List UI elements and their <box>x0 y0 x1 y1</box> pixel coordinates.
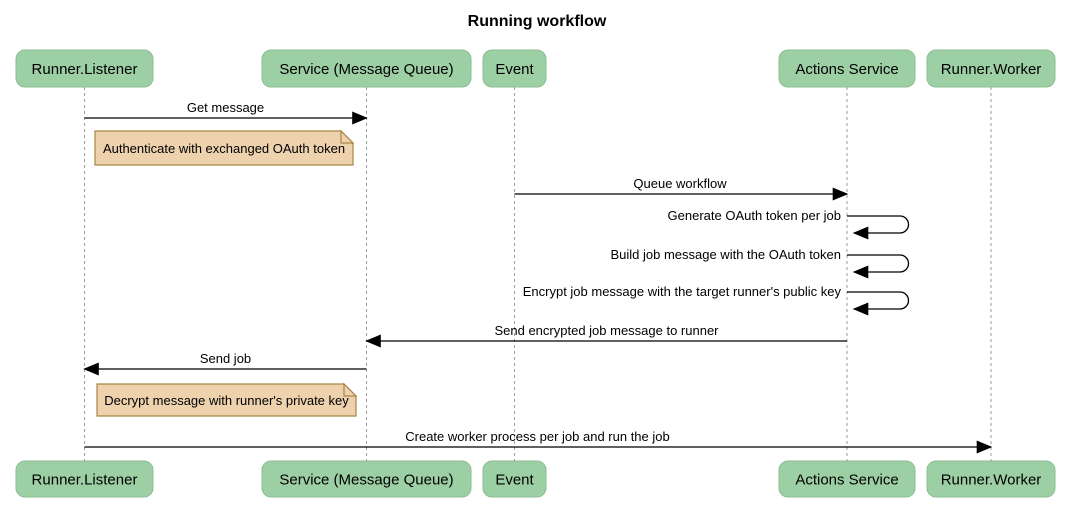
participant-box-runner-worker-top <box>926 49 1056 88</box>
participant-box-event-top <box>482 49 547 88</box>
participant-label-runner-listener-top: Runner.Listener <box>32 61 138 78</box>
message-selfloop-encrypt-job-message <box>847 291 910 316</box>
note-decrypt-fold-icon <box>343 382 358 397</box>
note-decrypt-text: Decrypt message with runner's private ke… <box>104 393 349 408</box>
participant-label-service-message-queue-bottom: Service (Message Queue) <box>279 472 453 489</box>
participant-box-actions-service-bottom <box>778 460 916 498</box>
participant-label-event-bottom: Event <box>495 472 534 489</box>
participant-label-runner-worker-top: Runner.Worker <box>941 61 1042 78</box>
participant-box-actions-service-top <box>778 49 916 88</box>
participant-label-runner-worker-bottom: Runner.Worker <box>941 472 1042 489</box>
diagram-title: Running workflow <box>468 13 607 30</box>
message-label-build-job-message: Build job message with the OAuth token <box>610 247 841 262</box>
participant-box-service-message-queue-bottom <box>261 460 472 498</box>
participants-bottom: Runner.Listener Service (Message Queue) … <box>15 460 1056 498</box>
message-label-send-encrypted-job-message: Send encrypted job message to runner <box>494 323 719 338</box>
participant-label-service-message-queue-top: Service (Message Queue) <box>279 61 453 78</box>
message-label-generate-oauth-token: Generate OAuth token per job <box>668 208 841 223</box>
participant-label-actions-service-bottom: Actions Service <box>795 472 898 489</box>
participant-label-runner-listener-bottom: Runner.Listener <box>32 472 138 489</box>
message-label-get-message: Get message <box>187 100 264 115</box>
message-label-queue-workflow: Queue workflow <box>633 176 727 191</box>
message-selfloop-build-job-message <box>847 254 910 279</box>
message-selfloop-generate-oauth-token <box>847 215 910 240</box>
note-decrypt: Decrypt message with runner's private ke… <box>96 382 358 417</box>
participant-box-runner-listener-bottom <box>15 460 154 498</box>
note-authenticate-text: Authenticate with exchanged OAuth token <box>103 141 345 156</box>
participant-label-event-top: Event <box>495 61 534 78</box>
note-decrypt-body <box>96 383 357 417</box>
message-label-create-worker-process: Create worker process per job and run th… <box>405 429 669 444</box>
message-label-encrypt-job-message: Encrypt job message with the target runn… <box>523 284 842 299</box>
participant-box-runner-listener-top <box>15 49 154 88</box>
participants-top: Runner.Listener Service (Message Queue) … <box>15 49 1056 88</box>
message-label-send-job: Send job <box>200 351 251 366</box>
note-authenticate: Authenticate with exchanged OAuth token <box>94 129 355 166</box>
participant-box-event-bottom <box>482 460 547 498</box>
participant-box-service-message-queue-top <box>261 49 472 88</box>
participant-box-runner-worker-bottom <box>926 460 1056 498</box>
note-authenticate-fold-icon <box>340 129 355 144</box>
participant-label-actions-service-top: Actions Service <box>795 61 898 78</box>
note-authenticate-body <box>94 130 354 166</box>
